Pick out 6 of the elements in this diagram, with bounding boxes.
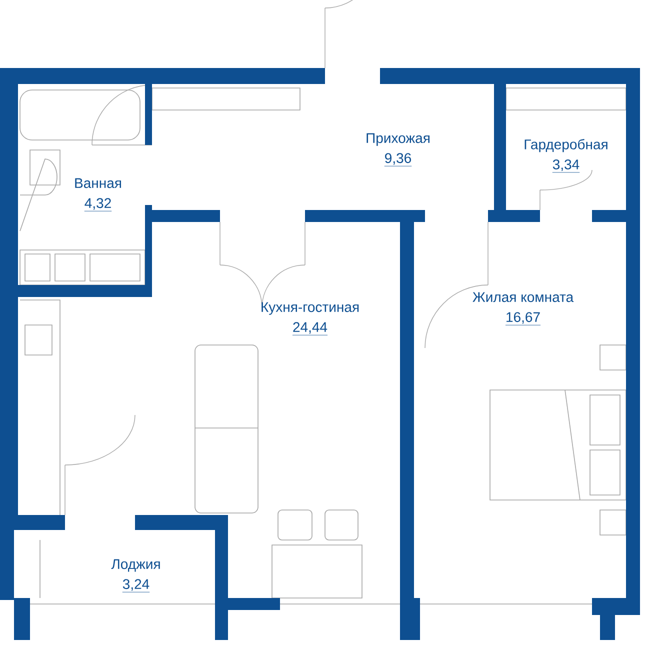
room-label: Лоджия 3,24 (111, 559, 160, 592)
room-label: Ванная 4,32 (75, 178, 121, 212)
room-label: Прихожая 9,36 (366, 133, 430, 166)
room-label: Кухня-гостиная 24,44 (262, 302, 359, 336)
room-label: Гардеробная 3,34 (524, 138, 608, 173)
room-label: Жилая комната 16,67 (472, 292, 574, 326)
